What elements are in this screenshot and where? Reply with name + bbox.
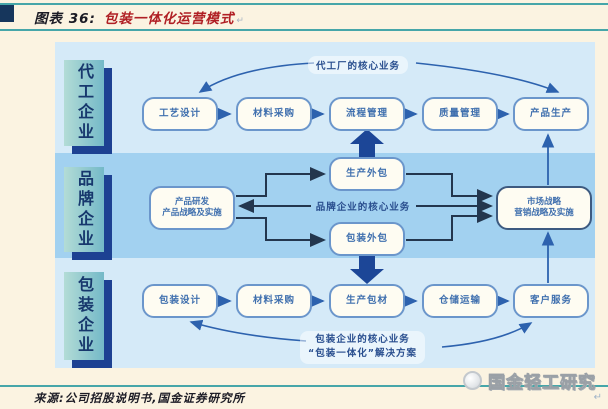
node-material-purchase: 材料采购 (236, 97, 312, 131)
node-packaging-design: 包装设计 (142, 284, 218, 318)
source-note: 来源:公司招股说明书,国金证券研究所 (34, 391, 245, 405)
footer-rule (0, 385, 608, 387)
node-process-design: 工艺设计 (142, 97, 218, 131)
node-product-rd-line1: 产品研发 (174, 197, 209, 208)
node-customer-service: 客户服务 (513, 284, 589, 318)
node-produce-packmaterial: 生产包材 (329, 284, 405, 318)
title-bullet-square (0, 5, 14, 22)
packaging-core-note: 包装企业的核心业务 “包装一体化”解决方案 (300, 331, 425, 364)
band-label-packaging: 包装企业 (64, 272, 104, 360)
packaging-core-note-line2: “包装一体化”解决方案 (308, 348, 417, 360)
figure-label: 图表 36: (34, 11, 96, 27)
node-product-rd-line2: 产品战略及实施 (162, 208, 222, 218)
watermark-text: 国金轻工研究 (488, 373, 596, 394)
band-label-brand: 品牌企业 (64, 167, 104, 252)
node-market-strategy: 市场战略 营销战略及实施 (496, 186, 592, 230)
node-production-outsourcing: 生产外包 (329, 157, 405, 191)
brand-core-note: 品牌企业的核心业务 (315, 202, 411, 213)
header-top-rule (0, 3, 608, 5)
node-material-purchase2: 材料采购 (236, 284, 312, 318)
figure-title-text: 包装一体化运营模式 (103, 11, 235, 27)
return-mark-icon: ↵ (236, 16, 245, 26)
node-process-mgmt: 流程管理 (329, 97, 405, 131)
node-product-production: 产品生产 (513, 97, 589, 131)
node-quality-mgmt: 质量管理 (422, 97, 498, 131)
header-bottom-rule (0, 29, 608, 31)
band-label-oem: 代工企业 (64, 60, 104, 146)
packaging-core-note-line1: 包装企业的核心业务 (315, 334, 410, 345)
oem-core-note: 代工厂的核心业务 (308, 56, 409, 74)
node-market-strategy-line2: 营销战略及实施 (514, 208, 574, 218)
node-market-strategy-line1: 市场战略 (526, 197, 561, 208)
watermark: 国金轻工研究 (463, 368, 596, 393)
figure-title: 图表 36: 包装一体化运营模式↵ (34, 7, 245, 27)
watermark-logo-icon (463, 371, 482, 390)
node-product-rd: 产品研发 产品战略及实施 (149, 186, 235, 230)
node-packaging-outsourcing: 包装外包 (329, 222, 405, 256)
corner-return-mark-icon: ↵ (593, 392, 602, 403)
node-warehouse-transport: 仓储运输 (422, 284, 498, 318)
